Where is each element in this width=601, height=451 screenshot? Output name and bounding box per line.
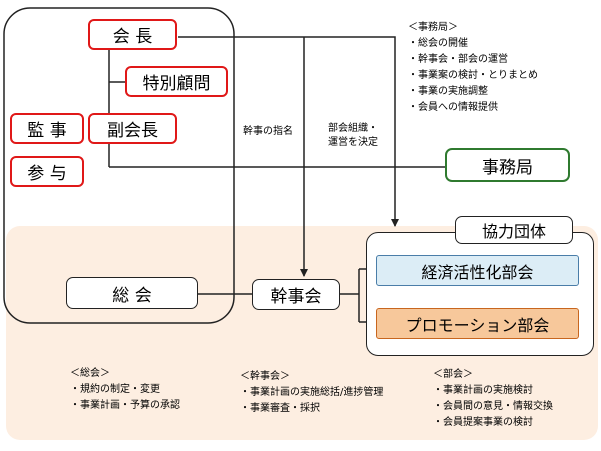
kyoryoku-dantai-box: 協力団体 — [455, 216, 573, 244]
sokai-label: 総 会 — [112, 285, 152, 306]
leadership-outline — [3, 7, 235, 324]
kanji-box: 監 事 — [10, 113, 84, 144]
note-item: ・会員提案事業の検討 — [433, 417, 533, 428]
note-item: ・事業審査・採択 — [240, 403, 320, 414]
note-title: ＜総会＞ — [70, 368, 110, 379]
note-item: ・事業計画の実施総括/進捗管理 — [240, 387, 384, 398]
fuku-kaicho-label: 副会長 — [107, 121, 158, 141]
promotion-bukai-box: プロモーション部会 — [376, 308, 579, 339]
sanyo-box: 参 与 — [10, 156, 84, 187]
kanjikai-note: ＜幹事会＞ ・事業計画の実施総括/進捗管理 ・事業審査・採択 — [240, 369, 383, 417]
note-item: ・会員への情報提供 — [408, 102, 498, 113]
keizai-bukai-box: 経済活性化部会 — [376, 255, 579, 286]
note-item: ・会員間の意見・情報交換 — [433, 401, 553, 412]
kanji-shimei-label: 幹事の指名 — [243, 126, 293, 137]
sokai-note: ＜総会＞ ・規約の制定・変更 ・事業計画・予算の承認 — [70, 366, 180, 414]
kanjikai-box: 幹事会 — [252, 279, 340, 310]
bukai-note: ＜部会＞ ・事業計画の実施検討 ・会員間の意見・情報交換 ・会員提案事業の検討 — [433, 367, 553, 431]
jimukyoku-label: 事務局 — [482, 157, 533, 178]
sanyo-label: 参 与 — [27, 164, 67, 184]
kanji-label: 監 事 — [27, 121, 67, 141]
note-title: ＜部会＞ — [433, 369, 473, 380]
note-title: ＜幹事会＞ — [240, 371, 290, 382]
kaicho-label: 会 長 — [112, 27, 153, 47]
tokubetsu-komon-box: 特別顧問 — [125, 66, 228, 97]
promotion-bukai-label: プロモーション部会 — [405, 315, 550, 335]
jimukyoku-box: 事務局 — [445, 148, 570, 182]
note-item: ・事業案の検討・とりまとめ — [408, 70, 538, 81]
bukai-soshiki-label-line1: 部会組織・ — [328, 123, 378, 134]
note-title: ＜事務局＞ — [408, 22, 458, 33]
tokubetsu-komon-label: 特別顧問 — [142, 74, 211, 94]
sokai-box: 総 会 — [66, 277, 198, 309]
bukai-soshiki-label-line2: 運営を決定 — [328, 137, 378, 148]
note-item: ・総会の開催 — [408, 38, 468, 49]
kaicho-top-line — [178, 36, 399, 227]
note-item: ・幹事会・部会の運営 — [408, 54, 508, 65]
note-item: ・事業の実施調整 — [408, 86, 488, 97]
kaicho-box: 会 長 — [88, 19, 177, 50]
jimukyoku-note: ＜事務局＞ ・総会の開催 ・幹事会・部会の運営 ・事業案の検討・とりまとめ ・事… — [408, 20, 538, 116]
note-item: ・規約の制定・変更 — [70, 384, 160, 395]
note-item: ・事業計画の実施検討 — [433, 385, 533, 396]
kanjikai-label: 幹事会 — [270, 287, 322, 307]
fuku-kaicho-box: 副会長 — [88, 113, 177, 144]
kyoryoku-dantai-label: 協力団体 — [481, 222, 546, 241]
keizai-bukai-label: 経済活性化部会 — [421, 262, 534, 282]
note-item: ・事業計画・予算の承認 — [70, 400, 180, 411]
